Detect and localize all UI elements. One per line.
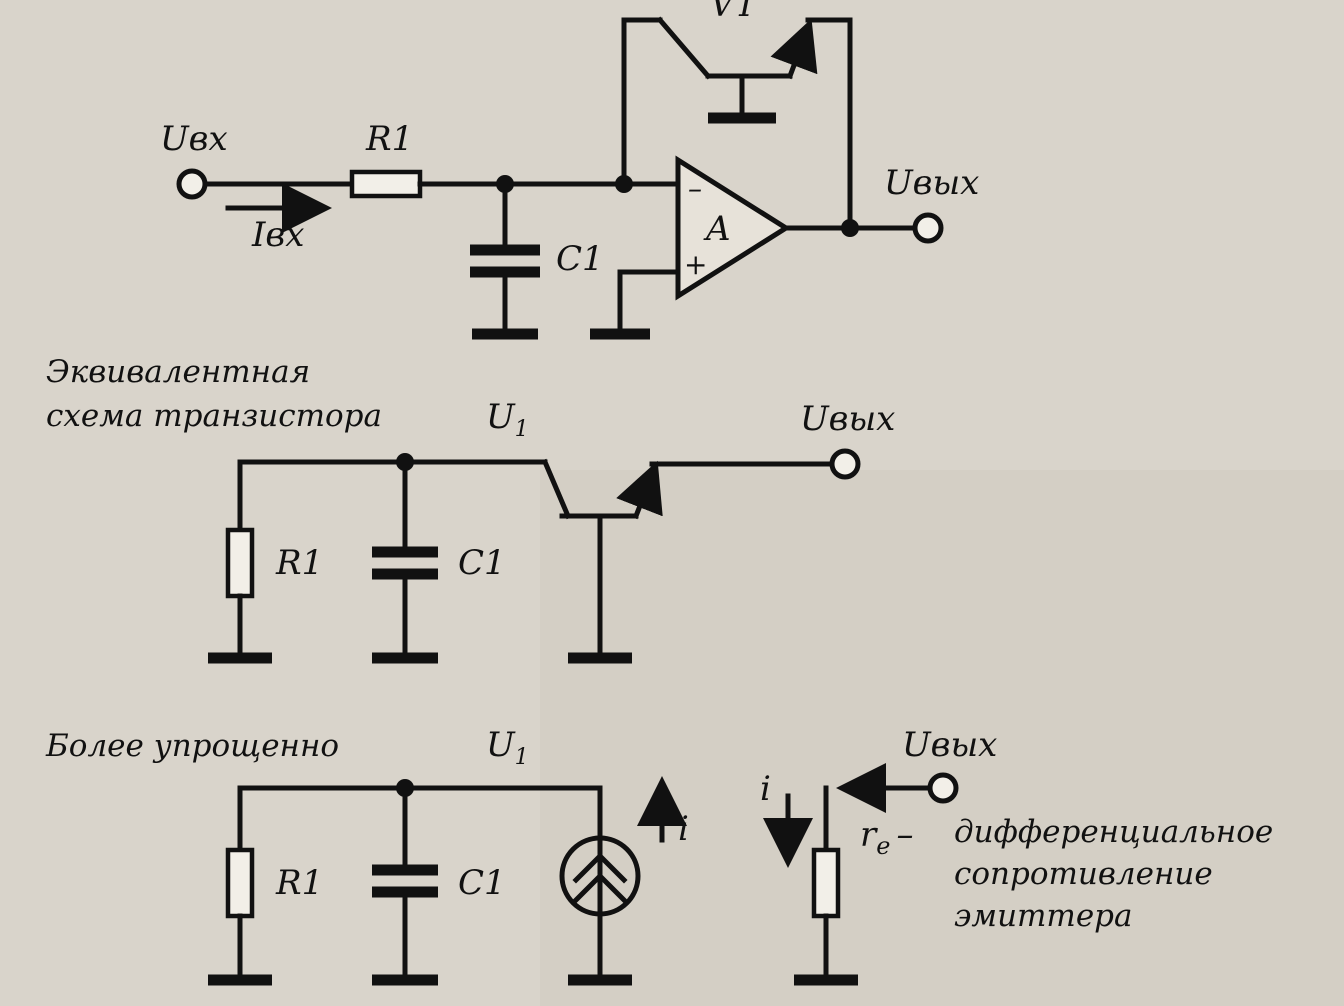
middle-vt-emitter-arrow <box>616 460 663 520</box>
bottom-caption: Более упрощенно <box>45 728 339 764</box>
input-terminal <box>176 168 208 200</box>
top-circuit: Uвх R1 Iвх C1 A – + Uвых VT <box>160 0 979 340</box>
bottom-output-label: Uвых <box>902 725 997 765</box>
re-desc-line2: сопротивление <box>954 856 1213 892</box>
vt-collector <box>656 16 712 80</box>
middle-capacitor-label: C1 <box>458 543 506 583</box>
bottom-node-label: U1 <box>486 725 529 770</box>
resistor-label: R1 <box>365 119 413 159</box>
re-desc-line3: эмиттера <box>954 898 1133 934</box>
bottom-capacitor-label: C1 <box>458 863 506 903</box>
current-label: Iвх <box>251 215 304 255</box>
resistor-r1 <box>349 169 423 199</box>
opamp-minus-sign: – <box>688 172 702 205</box>
capacitor-label: C1 <box>556 239 604 279</box>
current-source-chevron-lower <box>572 872 628 904</box>
middle-resistor-r1 <box>225 527 255 599</box>
opamp-plus-sign: + <box>684 248 707 281</box>
middle-output-terminal <box>829 448 861 480</box>
middle-vt-collector <box>541 458 572 520</box>
branch-current-label: i <box>760 769 771 809</box>
source-current-label: i <box>678 809 689 849</box>
opamp-label: A <box>703 209 731 249</box>
middle-node-label: U1 <box>486 397 529 442</box>
vt-emitter-arrow <box>770 18 818 80</box>
middle-caption-line2: схема транзистора <box>46 398 382 434</box>
bottom-resistor-label: R1 <box>275 863 323 903</box>
output-terminal <box>912 212 944 244</box>
opamp-triangle <box>675 155 791 301</box>
input-label: Uвх <box>160 119 228 159</box>
bottom-output-terminal <box>927 772 959 804</box>
middle-circuit: Эквивалентная схема транзистора U1 Uвых … <box>46 354 895 664</box>
middle-caption-line1: Эквивалентная <box>46 354 310 390</box>
resistor-re <box>811 847 841 919</box>
bottom-resistor-r1 <box>225 847 255 919</box>
current-source-chevron-upper <box>572 852 628 884</box>
output-label: Uвых <box>884 163 979 203</box>
transistor-label: VT <box>710 0 760 25</box>
re-desc-line1: дифференциальное <box>954 814 1273 850</box>
bottom-circuit: Более упрощенно U1 Uвых i <box>45 725 1273 986</box>
middle-output-label: Uвых <box>800 399 895 439</box>
re-symbol: re– <box>860 815 913 860</box>
middle-resistor-label: R1 <box>275 543 323 583</box>
